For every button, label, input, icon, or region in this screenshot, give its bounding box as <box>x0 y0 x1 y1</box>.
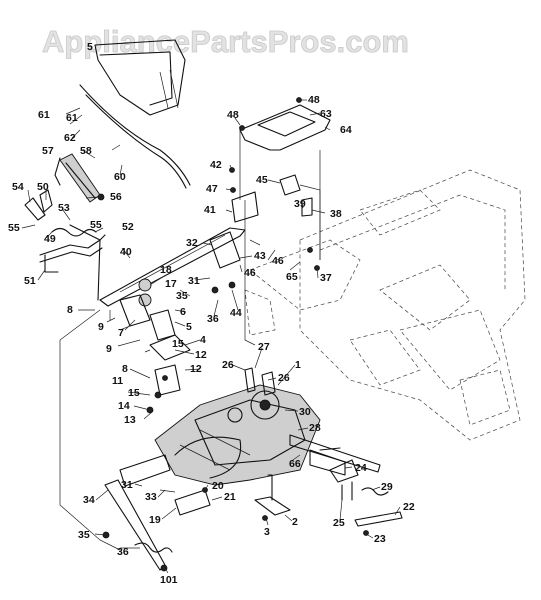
callout-40: 40 <box>120 246 132 258</box>
callout-20: 20 <box>212 480 224 492</box>
transaxle <box>119 367 381 487</box>
callout-41: 41 <box>204 204 216 216</box>
callout-13: 13 <box>124 414 136 426</box>
callout-50: 50 <box>37 181 49 193</box>
callout-55-left: 55 <box>8 222 20 234</box>
callout-15-lower: 15 <box>128 387 140 399</box>
callout-61-right: 61 <box>66 112 78 124</box>
callout-57: 57 <box>42 145 54 157</box>
callout-58: 58 <box>80 145 92 157</box>
callout-44: 44 <box>230 307 242 319</box>
callout-12-lower: 12 <box>190 363 202 375</box>
callout-18: 18 <box>160 264 172 276</box>
callout-31-upper: 31 <box>188 275 200 287</box>
callout-12-upper: 12 <box>195 349 207 361</box>
callout-39: 39 <box>294 198 306 210</box>
lever-assembly <box>24 153 246 307</box>
callout-7: 7 <box>118 327 124 339</box>
callout-38: 38 <box>330 208 342 220</box>
callout-33: 33 <box>145 491 157 503</box>
callout-32: 32 <box>186 237 198 249</box>
callout-63: 63 <box>320 108 332 120</box>
callout-31-lower: 31 <box>121 479 133 491</box>
callout-54: 54 <box>12 181 24 193</box>
callout-62: 62 <box>64 132 76 144</box>
callout-2: 2 <box>292 516 298 528</box>
callout-23: 23 <box>374 533 386 545</box>
callout-28: 28 <box>309 422 321 434</box>
callout-4: 4 <box>200 334 206 346</box>
callout-25: 25 <box>333 517 345 529</box>
callout-5-top: 5 <box>87 41 93 53</box>
callout-101: 101 <box>160 574 178 586</box>
callout-labels: 5 61 61 62 57 58 60 56 54 50 53 55 55 52… <box>8 41 415 586</box>
chassis-outline <box>244 169 526 441</box>
callout-56: 56 <box>110 191 122 203</box>
callout-11: 11 <box>112 375 123 387</box>
callout-3: 3 <box>264 526 270 538</box>
callout-43: 43 <box>254 250 266 262</box>
callout-9-upper: 9 <box>98 321 104 333</box>
callout-64: 64 <box>340 124 352 136</box>
callout-24: 24 <box>355 462 367 474</box>
callout-65: 65 <box>286 271 298 283</box>
callout-30: 30 <box>299 406 311 418</box>
watermark-text: AppliancePartsPros.com <box>42 24 409 59</box>
callout-61-left: 61 <box>38 109 50 121</box>
callout-53: 53 <box>58 202 70 214</box>
callout-51: 51 <box>24 275 36 287</box>
callout-14: 14 <box>118 400 130 412</box>
callout-15-upper: 15 <box>172 338 184 350</box>
callout-48-right: 48 <box>308 94 320 106</box>
callout-52: 52 <box>122 221 134 233</box>
callout-8-upper: 8 <box>67 304 73 316</box>
callout-5: 5 <box>186 321 192 333</box>
callout-42: 42 <box>210 159 222 171</box>
callout-17: 17 <box>165 278 177 290</box>
callout-29: 29 <box>381 481 393 493</box>
callout-35-lower: 35 <box>78 529 90 541</box>
callout-22: 22 <box>403 501 415 513</box>
callout-66: 66 <box>289 458 301 470</box>
callout-36-lower: 36 <box>117 546 129 558</box>
callout-27: 27 <box>258 341 270 353</box>
callout-34: 34 <box>83 494 95 506</box>
leader-lines <box>21 99 401 574</box>
callout-37: 37 <box>320 272 332 284</box>
fender-pan <box>79 39 191 189</box>
center-rods <box>209 167 321 294</box>
callout-21: 21 <box>224 491 236 503</box>
callout-46-left: 46 <box>244 267 256 279</box>
callout-8-lower: 8 <box>122 363 128 375</box>
callout-36-upper: 36 <box>207 313 219 325</box>
callout-47: 47 <box>206 183 218 195</box>
plate-bracket <box>239 97 331 200</box>
callout-60: 60 <box>114 171 126 183</box>
callout-48-left: 48 <box>227 109 239 121</box>
callout-1: 1 <box>295 359 301 371</box>
callout-26-right: 26 <box>278 372 290 384</box>
callout-9-lower: 9 <box>106 343 112 355</box>
callout-26-left: 26 <box>222 359 234 371</box>
callout-46-right: 46 <box>272 255 284 267</box>
pivot-stack <box>119 278 191 414</box>
callout-35-mid: 35 <box>176 290 188 302</box>
callout-19: 19 <box>149 514 161 526</box>
callout-49: 49 <box>44 233 56 245</box>
callout-55-right: 55 <box>90 219 102 231</box>
callout-45: 45 <box>256 174 268 186</box>
callout-6: 6 <box>180 306 186 318</box>
